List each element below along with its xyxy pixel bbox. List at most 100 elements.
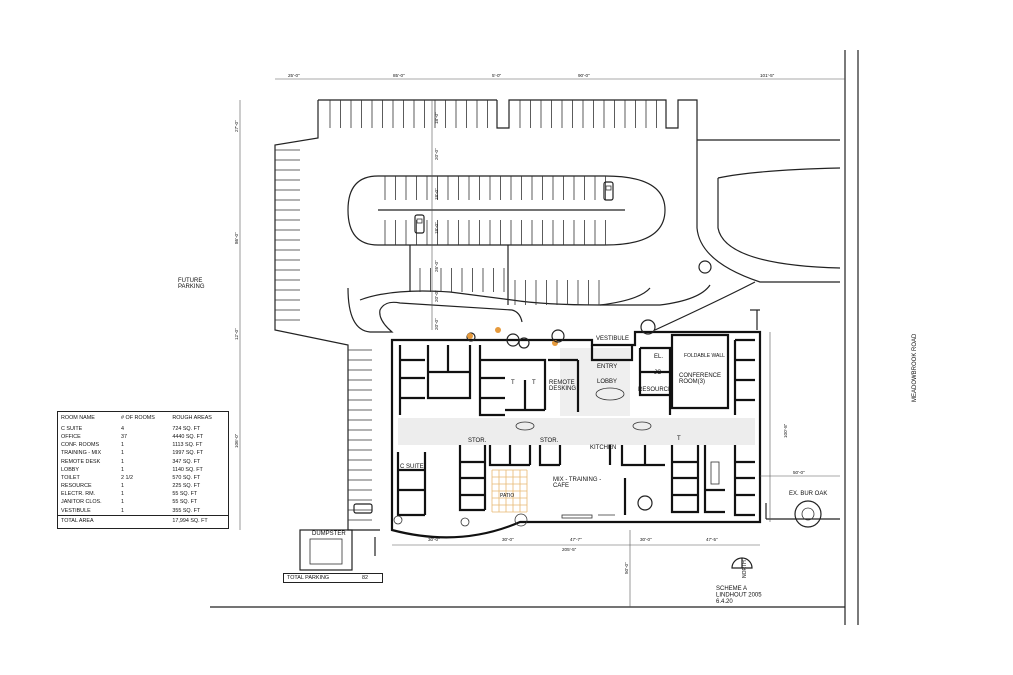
schedule-room-area: 570 SQ. FT <box>172 474 201 481</box>
schedule-room-area: 355 SQ. FT <box>172 507 201 514</box>
dim-overall: 205'-5" <box>562 547 577 552</box>
schedule-total-row: TOTAL AREA 17,994 SQ. FT <box>58 515 228 528</box>
dim-mid-6: 20'-0" <box>434 290 439 302</box>
schedule-room-count: 1 <box>121 483 125 490</box>
dim-bottom-4: 30'-0" <box>640 537 652 542</box>
schedule-header: # OF ROOMS <box>121 415 155 421</box>
dumpster-label: DUMPSTER <box>312 531 346 537</box>
schedule-row: REMOTE DESK 1 347 SQ. FT <box>58 458 228 466</box>
parking-lot <box>274 99 841 531</box>
dim-top-3: 5'-0" <box>492 73 502 78</box>
schedule-room-area: 4440 SQ. FT <box>172 433 204 440</box>
room-schedule-table: ROOM NAME # OF ROOMS ROUGH AREAS C SUITE… <box>57 411 229 529</box>
patio-label: PATIO <box>500 493 514 499</box>
dim-top-2: 85'-0" <box>393 73 405 78</box>
entry-label: ENTRY <box>597 364 617 370</box>
site-lines <box>210 50 859 625</box>
north-label: NORTH <box>742 560 748 578</box>
schedule-room-area: 724 SQ. FT <box>172 425 201 432</box>
car-icons <box>353 181 614 514</box>
lobby-label: LOBBY <box>597 379 617 385</box>
schedule-row: TOILET 2 1/2 570 SQ. FT <box>58 475 228 483</box>
schedule-room-name: C SUITE <box>61 425 83 432</box>
total-area-value: 17,994 SQ. FT <box>169 515 228 528</box>
mix-training-cafe-label: MIX - TRAINING -CAFE <box>553 477 601 489</box>
schedule-room-name: JANITOR CLOS. <box>61 499 102 506</box>
dim-mid-2: 20'-0" <box>434 148 439 160</box>
schedule-header: ROUGH AREAS <box>172 415 212 421</box>
schedule-room-area: 225 SQ. FT <box>172 483 201 490</box>
dim-bottom-3: 47'-7" <box>570 537 582 542</box>
schedule-room-count: 1 <box>121 458 125 465</box>
schedule-room-area: 1113 SQ. FT <box>172 442 203 449</box>
schedule-room-name: LOBBY <box>61 466 79 473</box>
schedule-room-name: TRAINING - MIX <box>61 450 102 457</box>
dim-left-4: 106'-0" <box>234 433 239 448</box>
north-arrow-icon <box>731 557 753 569</box>
dim-left-3: 12'-0" <box>234 328 239 340</box>
total-parking-box: TOTAL PARKING 82 <box>283 573 383 583</box>
toilet-label-3: T <box>677 436 681 442</box>
bur-oak-label: EX. BUR OAK <box>789 491 827 497</box>
schedule-room-area: 1140 SQ. FT <box>172 466 203 473</box>
schedule-row: ELECTR. RM. 1 55 SQ. FT <box>58 491 228 499</box>
road-label: MEADOWBROOK ROAD <box>912 333 918 402</box>
dim-mid-3: 18'-0" <box>434 188 439 200</box>
schedule-room-count: 37 <box>121 433 128 440</box>
landscape-trees <box>393 319 822 528</box>
jc-label: JC <box>654 370 662 376</box>
dimension-labels: 25'-0" 85'-0" 5'-0" 90'-0" 101'-5" 27'-0… <box>234 73 805 574</box>
schedule-room-count: 1 <box>121 466 125 473</box>
dim-top-4: 90'-0" <box>578 73 590 78</box>
schedule-room-area: 347 SQ. FT <box>172 458 201 465</box>
dim-top-5: 101'-5" <box>760 73 775 78</box>
schedule-room-name: REMOTE DESK <box>61 458 101 465</box>
storage-label-1: STOR. <box>468 438 487 444</box>
kitchen-label: KITCHEN <box>590 445 616 451</box>
schedule-room-name: CONF. ROOMS <box>61 442 100 449</box>
schedule-room-count: 1 <box>121 507 125 514</box>
schedule-row: RESOURCE 1 225 SQ. FT <box>58 483 228 491</box>
dimension-lines <box>239 78 845 607</box>
schedule-room-count: 2 1/2 <box>121 474 134 481</box>
dim-top-1: 25'-0" <box>288 73 300 78</box>
dim-mid-7: 20'-0" <box>434 318 439 330</box>
building <box>390 330 762 539</box>
toilet-label-1: T <box>511 380 515 386</box>
schedule-room-count: 1 <box>121 491 125 498</box>
dim-bottom-1: 30'-0" <box>428 537 440 542</box>
schedule-room-count: 1 <box>121 450 125 457</box>
total-area-label: TOTAL AREA <box>58 515 119 528</box>
patio-grid <box>491 469 528 513</box>
dim-mid-4: 18'-0" <box>434 222 439 234</box>
toilet-label-2: T <box>532 380 536 386</box>
storage-label-2: STOR. <box>540 438 559 444</box>
schedule-room-count: 1 <box>121 499 125 506</box>
dim-mid-1: 18'-0" <box>434 112 439 124</box>
dim-left-2: 86'-0" <box>234 232 239 244</box>
schedule-room-name: RESOURCE <box>61 483 92 490</box>
schedule-room-name: VESTIBULE <box>61 507 91 514</box>
dim-front-setback: 50'-0" <box>624 562 629 574</box>
dim-left-1: 27'-0" <box>234 120 239 132</box>
dumpster-enclosure <box>299 529 353 571</box>
schedule-room-name: ELECTR. RM. <box>61 491 96 498</box>
schedule-room-count: 1 <box>121 442 125 449</box>
parking-stripes <box>275 100 657 521</box>
schedule-row: CONF. ROOMS 1 1113 SQ. FT <box>58 442 228 450</box>
schedule-row: LOBBY 1 1140 SQ. FT <box>58 466 228 474</box>
schedule-room-name: TOILET <box>61 474 80 481</box>
dim-bottom-5: 47'-5" <box>706 537 718 542</box>
dim-right-height: 100'-8" <box>783 423 788 438</box>
dim-right-setback: 50'-0" <box>793 470 805 475</box>
c-suite-label: C SUITE <box>400 464 424 470</box>
schedule-room-area: 55 SQ. FT <box>172 491 198 498</box>
